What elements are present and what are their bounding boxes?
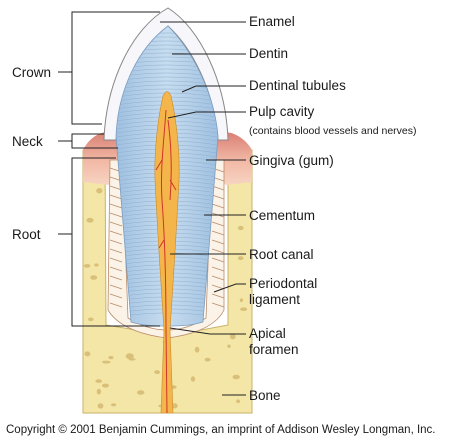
bone-spot [97,403,104,409]
periodontal-fiber [211,293,225,299]
dentinal-tubule [116,44,218,53]
bone-spot [90,275,98,280]
periodontal-fiber [109,275,123,281]
periodontal-fiber [211,284,225,290]
bone-spot [137,390,145,395]
periodontal-fiber [109,257,123,263]
pulp-cavity [154,91,180,414]
dentinal-tubule [116,32,218,41]
bone-spot [83,264,91,268]
periodontal-fiber [211,239,225,245]
copyright-notice: Copyright © 2001 Benjamin Cummings, an i… [6,424,436,436]
bone-spot [88,317,94,322]
bone-spot [84,351,91,357]
label-pulp-cavity-note: (contains blood vessels and nerves) [249,125,417,137]
label-crown: Crown [12,65,51,80]
bone-spot [96,388,102,395]
bone-spot [154,370,161,374]
label-periodontal-2: ligament [249,292,300,307]
bone-spot [108,355,114,360]
dentinal-tubule [116,76,218,85]
periodontal-fiber [109,293,123,299]
dentinal-tubule [116,48,218,57]
periodontal-fiber [109,239,123,245]
bone-spot [239,298,243,303]
periodontal-fiber [211,248,225,254]
dentinal-tubule [116,56,218,65]
bone-spot [94,263,99,267]
periodontal-fiber [211,257,225,263]
label-bone: Bone [249,388,281,403]
dentinal-tubule [116,52,218,61]
bone-spot [232,374,240,380]
periodontal-fiber [211,302,225,308]
dentinal-tubule [116,80,218,89]
periodontal-fiber [109,284,123,290]
bone-spot [190,376,196,382]
periodontal-fiber [109,266,123,272]
label-enamel: Enamel [249,14,295,29]
periodontal-fiber [109,302,123,308]
periodontal-fiber [109,248,123,254]
label-dentin: Dentin [249,46,288,61]
bone-spot [110,403,117,407]
periodontal-fiber [109,203,123,209]
periodontal-fiber [109,194,123,200]
dentinal-tubule [116,64,218,73]
bone-spot [238,225,244,231]
periodontal-fiber [211,266,225,272]
bone-spot [227,344,231,348]
bone-spot [204,357,211,362]
label-root-canal: Root canal [249,247,314,262]
label-apical-1: Apical [249,326,286,341]
dentinal-tubule [116,84,218,93]
dentinal-tubule [116,40,218,49]
leader-lines [58,11,246,396]
bone-spot [102,383,109,388]
bone-spot [229,333,236,340]
bone-spot [96,188,103,194]
dentinal-tubule [116,36,218,45]
dentinal-tubule [116,60,218,69]
periodontal-fiber [109,212,123,218]
blood-vessels [155,109,177,414]
labels: Enamel Dentin Dentinal tubules Pulp cavi… [12,14,417,403]
label-periodontal-1: Periodontal [249,276,317,291]
periodontal-fiber [109,221,123,227]
periodontal-fiber [211,203,225,209]
bone-spot [240,307,248,312]
bone-spot [237,256,244,261]
bone-spot [125,353,134,360]
periodontal-fiber [211,275,225,281]
label-apical-2: foramen [249,342,299,357]
dentinal-tubule [116,72,218,81]
periodontal-fiber [211,221,225,227]
bone-spot [86,217,94,223]
bone-spot [96,380,101,383]
periodontal-fiber [109,230,123,236]
dentinal-tubule [116,88,218,97]
bone-spot [236,399,241,404]
periodontal-fiber [211,230,225,236]
label-root: Root [12,227,41,242]
bone-spot [102,360,111,364]
periodontal-fiber [211,194,225,200]
label-cementum: Cementum [249,208,315,223]
label-gingiva: Gingiva (gum) [249,153,334,168]
label-neck: Neck [12,134,43,149]
bone-spot [194,346,200,353]
dentinal-tubule [116,68,218,77]
label-pulp-cavity: Pulp cavity [249,104,315,119]
label-dentinal-tubules: Dentinal tubules [249,78,346,93]
